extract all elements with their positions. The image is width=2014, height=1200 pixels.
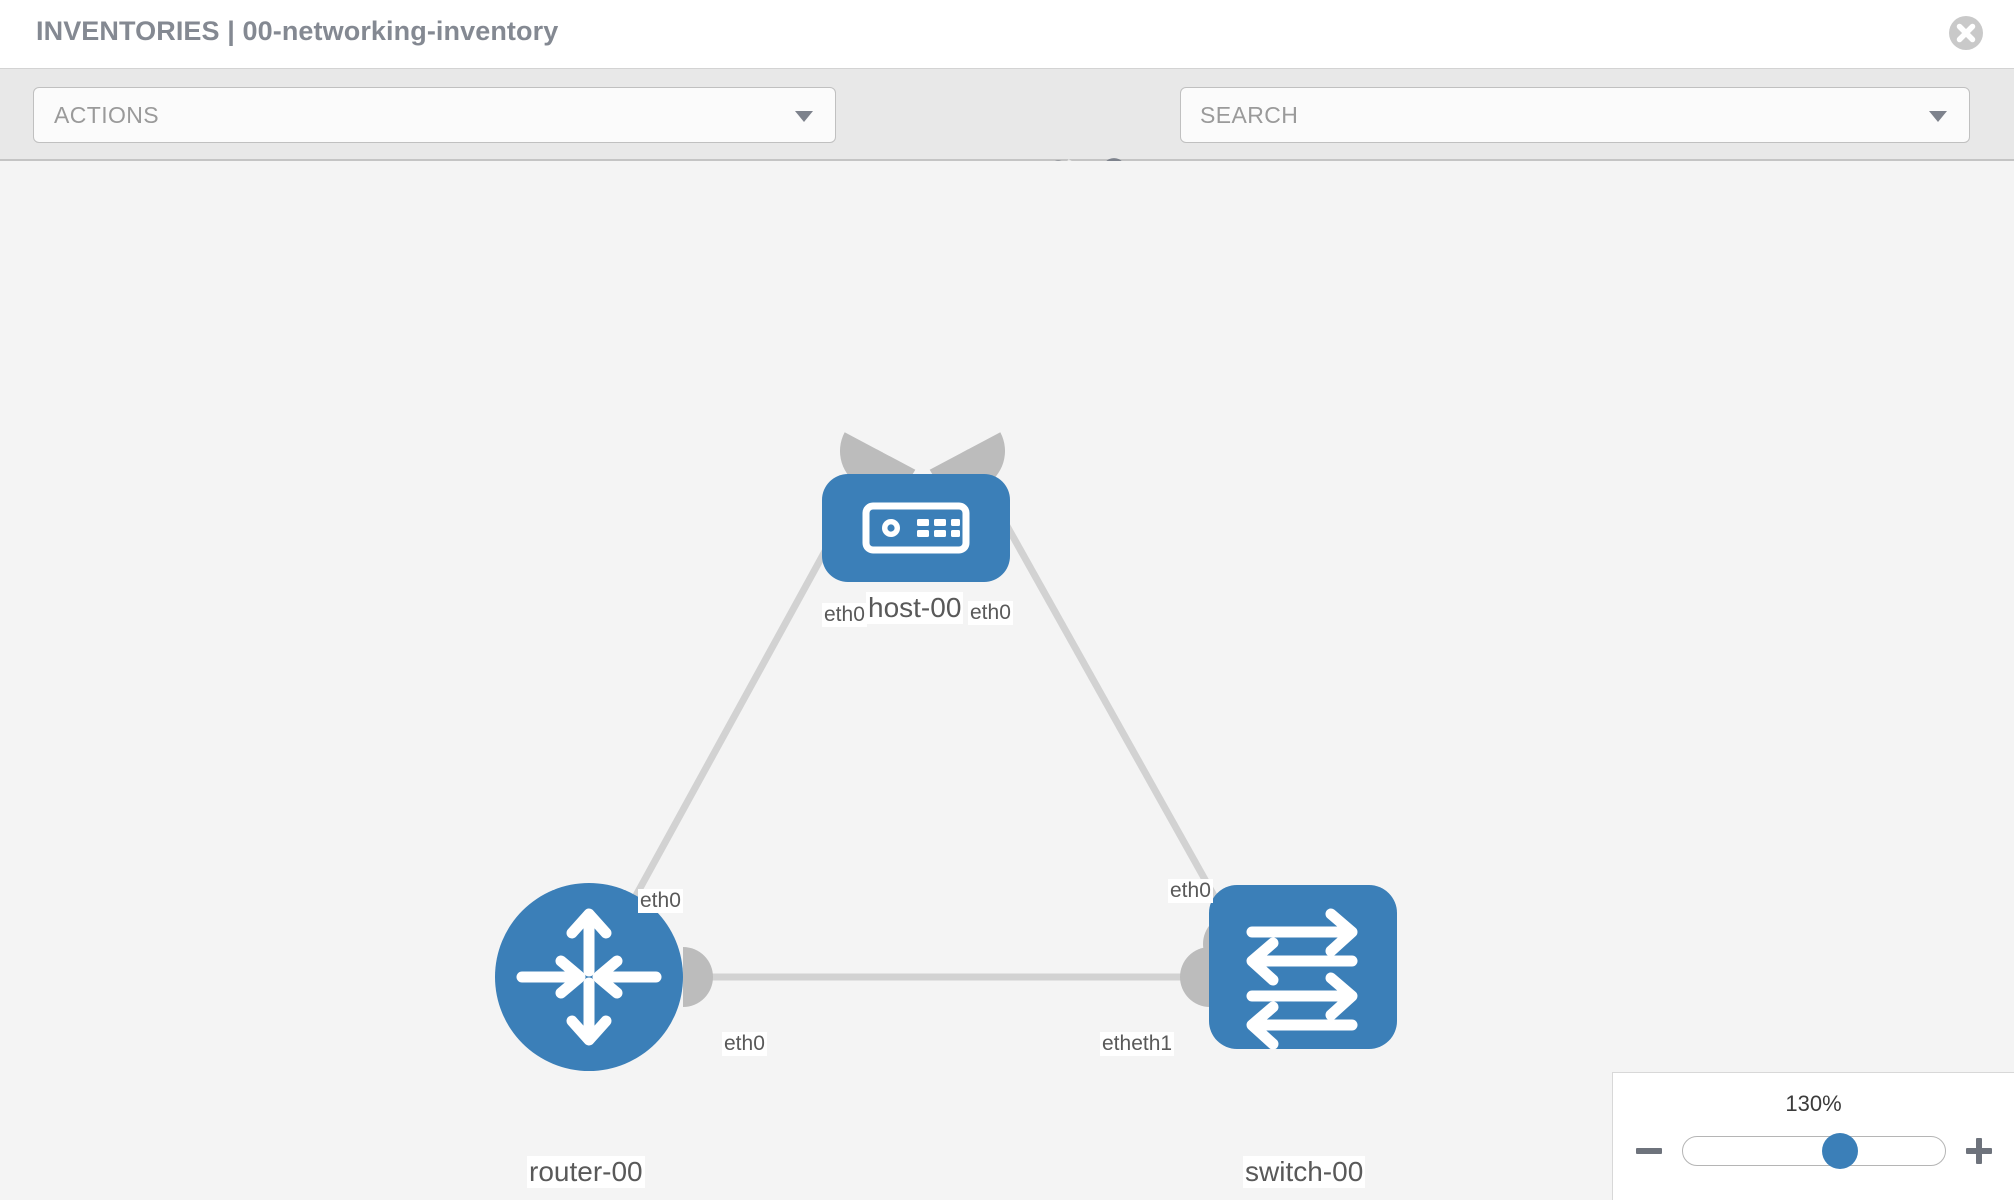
node-label-router: router-00: [527, 1156, 645, 1188]
node-label-switch: switch-00: [1243, 1156, 1366, 1188]
zoom-slider[interactable]: [1681, 1133, 1946, 1169]
port-router-right: [683, 947, 713, 1007]
node-switch-00[interactable]: [1209, 885, 1397, 1050]
edge-label: eth0: [1168, 879, 1213, 903]
zoom-in-button[interactable]: [1962, 1134, 1996, 1168]
zoom-slider-row: [1613, 1128, 2014, 1174]
zoom-slider-thumb[interactable]: [1821, 1133, 1858, 1169]
topology-graph: [495, 432, 1397, 1071]
actions-dropdown-label: ACTIONS: [54, 101, 160, 128]
topology-canvas[interactable]: eth0 eth0 eth0 eth0 eth0 etheth1 host-00…: [0, 161, 2014, 1200]
zoom-percent-label: 130%: [1785, 1091, 1842, 1116]
node-label-host: host-00: [866, 592, 964, 624]
toolbar: ACTIONS: [0, 68, 2014, 193]
server-icon-details: [882, 519, 960, 537]
edge-label: eth0: [638, 889, 683, 913]
page-header: INVENTORIES | 00-networking-inventory: [0, 0, 2014, 68]
page-title: INVENTORIES | 00-networking-inventory: [36, 16, 559, 46]
edge-label: eth0: [968, 601, 1013, 625]
chevron-down-icon[interactable]: [1929, 111, 1947, 122]
switch-arrows-icon: [1246, 908, 1358, 1050]
router-arrows-icon: [516, 908, 662, 1046]
node-router-00[interactable]: [495, 883, 683, 1071]
node-host-00[interactable]: [822, 474, 1010, 582]
edge-label: etheth1: [1100, 1032, 1175, 1056]
edge-label: eth0: [822, 603, 867, 627]
chevron-down-icon: [795, 111, 813, 122]
edge-host-switch: [961, 449, 1249, 953]
zoom-out-button[interactable]: [1632, 1134, 1666, 1168]
search-placeholder: SEARCH: [1200, 101, 1299, 128]
search-input[interactable]: SEARCH: [1180, 87, 1970, 143]
edge-label: eth0: [722, 1032, 767, 1056]
server-icon: [862, 502, 970, 554]
actions-dropdown[interactable]: ACTIONS: [33, 87, 836, 143]
zoom-control-panel: 130%: [1612, 1072, 2014, 1200]
close-icon[interactable]: [1946, 13, 1986, 53]
